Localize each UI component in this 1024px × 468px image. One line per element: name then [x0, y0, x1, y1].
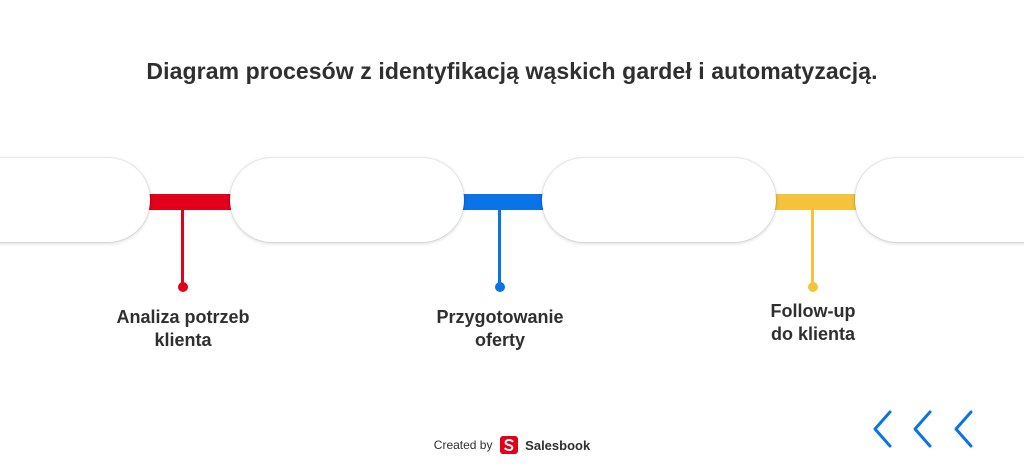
- step-label-2: Przygotowanie oferty: [390, 306, 610, 352]
- nav-arrows[interactable]: [870, 408, 982, 450]
- connector-stem-1: [181, 208, 184, 286]
- footer: Created by Salesbook: [0, 436, 1024, 454]
- process-node-1: [0, 158, 150, 242]
- step-label-3-line1: Follow-up: [770, 301, 856, 321]
- process-node-2: [230, 158, 464, 242]
- step-label-2-line1: Przygotowanie: [436, 307, 564, 327]
- connector-dot-1: [178, 282, 188, 292]
- brand-name: Salesbook: [525, 437, 591, 453]
- process-node-3: [542, 158, 776, 242]
- bottleneck-connector-3: [774, 194, 857, 210]
- connector-stem-3: [811, 208, 814, 286]
- connector-dot-3: [808, 282, 818, 292]
- chevron-left-icon[interactable]: [913, 410, 932, 448]
- step-label-3: Follow-up do klienta: [703, 300, 923, 346]
- step-label-2-line2: oferty: [474, 330, 525, 350]
- step-label-1-line1: Analiza potrzeb: [116, 307, 250, 327]
- step-label-1: Analiza potrzeb klienta: [73, 306, 293, 352]
- connector-stem-2: [498, 208, 501, 286]
- chevron-left-icon[interactable]: [873, 410, 892, 448]
- created-by-text: Created by: [433, 438, 493, 452]
- step-label-3-line2: do klienta: [770, 324, 855, 344]
- page-title: Diagram procesów z identyfikacją wąskich…: [146, 58, 878, 84]
- bottleneck-connector-2: [462, 194, 544, 210]
- step-label-1-line2: klienta: [154, 330, 212, 350]
- bottleneck-connector-1: [148, 194, 232, 210]
- chevron-left-icon[interactable]: [954, 410, 973, 448]
- process-node-4: [855, 158, 1024, 242]
- connector-dot-2: [495, 282, 505, 292]
- salesbook-logo-icon: [499, 436, 518, 454]
